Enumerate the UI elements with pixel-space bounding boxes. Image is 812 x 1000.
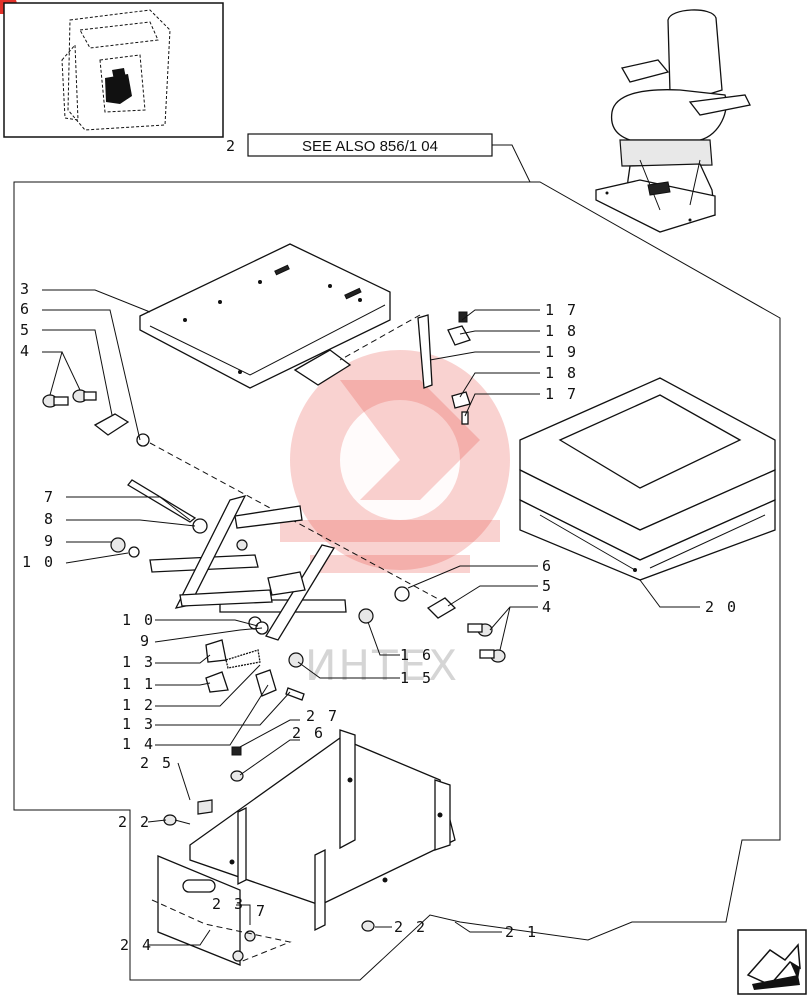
- callout-21: 2 1: [505, 923, 538, 941]
- callout-18-upper: 1 8: [545, 322, 578, 340]
- callout-19: 1 9: [545, 343, 578, 361]
- callout-8: 8: [44, 510, 55, 528]
- assembly-boundary: [13, 144, 781, 981]
- callout-15: 1 5: [400, 669, 433, 687]
- tractor-cab-icon[interactable]: [3, 2, 224, 138]
- seat-base-part-21: [189, 729, 456, 932]
- see-also-label: SEE ALSO 856/1 04: [302, 138, 438, 155]
- see-also-reference[interactable]: SEE ALSO 856/1 04: [247, 133, 493, 157]
- callout-25: 2 5: [140, 754, 173, 772]
- next-page-arrow-icon[interactable]: [737, 929, 807, 995]
- callout-6-left: 6: [20, 300, 31, 318]
- callout-17-upper: 1 7: [545, 301, 578, 319]
- callout-3: 3: [20, 280, 31, 298]
- callout-11: 1 1: [122, 675, 155, 693]
- callout-26: 2 6: [292, 724, 325, 742]
- seat-suspension-frame: [519, 377, 776, 581]
- fastener-group-bottom: [163, 746, 375, 932]
- bolt-bushing-group-right: [394, 586, 506, 663]
- callout-12: 1 2: [122, 696, 155, 714]
- callout-16: 1 6: [400, 646, 433, 664]
- callout-17-lower: 1 7: [545, 385, 578, 403]
- bolt-bushing-group-left: [42, 389, 150, 447]
- callout-6-right: 6: [542, 557, 553, 575]
- callout-4-right: 4: [542, 598, 553, 616]
- callout-4-left: 4: [20, 342, 31, 360]
- seat-assembly-icon: [595, 9, 751, 233]
- callout-22-right: 2 2: [394, 918, 427, 936]
- callout-13-upper: 1 3: [122, 653, 155, 671]
- callout-27: 2 7: [306, 707, 339, 725]
- callout-20: 2 0: [705, 598, 738, 616]
- leader-lines: [42, 289, 700, 946]
- callout-7-lower: 7: [256, 902, 267, 920]
- callout-10-lower: 1 0: [122, 611, 155, 629]
- scissor-linkage: [110, 479, 374, 668]
- callout-5-left: 5: [20, 321, 31, 339]
- callout-5-right: 5: [542, 577, 553, 595]
- latch-parts: [205, 639, 305, 701]
- callout-9-upper: 9: [44, 532, 55, 550]
- callout-10-upper: 1 0: [22, 553, 55, 571]
- watermark-text: ИНТЕХ: [305, 641, 459, 690]
- seat-mounting-plate: [139, 243, 391, 389]
- callout-9-lower: 9: [140, 632, 151, 650]
- callout-23: 2 3: [212, 895, 245, 913]
- callout-13-lower: 1 3: [122, 715, 155, 733]
- callout-labels: 3 6 5 4 7 8 9 1 0 1 7 1 8 1 9 1 8 1 7 6 …: [20, 280, 738, 954]
- callout-14: 1 4: [122, 735, 155, 753]
- ref-number-label: 2: [226, 137, 237, 155]
- callout-24: 2 4: [120, 936, 153, 954]
- callout-22-left: 2 2: [118, 813, 151, 831]
- callout-7-upper: 7: [44, 488, 55, 506]
- callout-18-lower: 1 8: [545, 364, 578, 382]
